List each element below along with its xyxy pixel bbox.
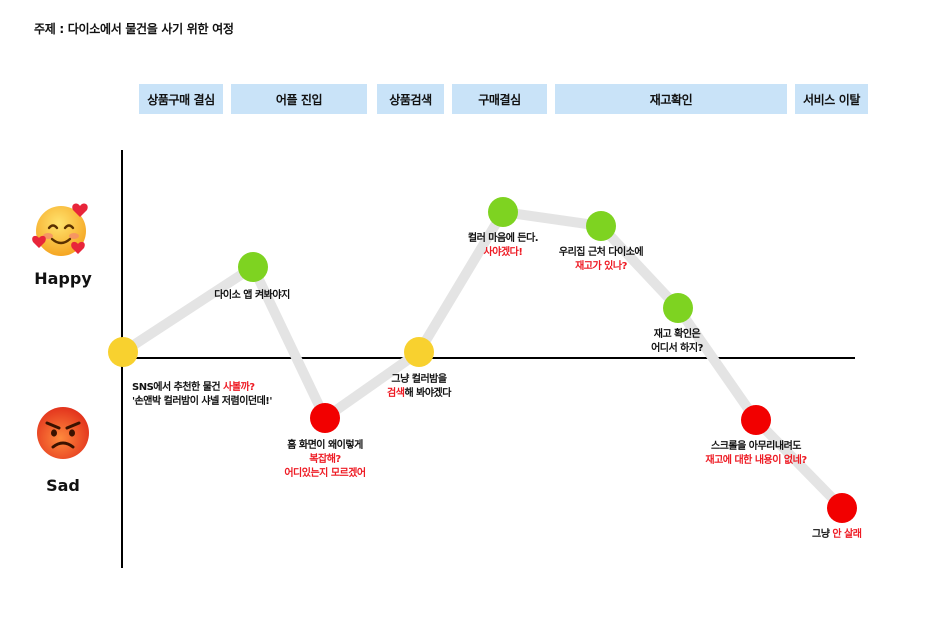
journey-segment bbox=[498, 207, 606, 231]
journey-segment bbox=[414, 207, 508, 357]
journey-point-happy bbox=[663, 293, 693, 323]
page-title: 주제 : 다이소에서 물건을 사기 위한 여정 bbox=[34, 22, 234, 36]
happy-label: Happy bbox=[34, 269, 92, 288]
stage-label: 재고확인 bbox=[649, 92, 693, 107]
journey-point-happy bbox=[488, 197, 518, 227]
point-note-8: 스크롤을 아무리내려도 재고에 대한 내용이 없네? bbox=[705, 441, 807, 466]
point-note-7: 재고 확인은 어디서 하지? bbox=[651, 329, 703, 354]
journey-segment bbox=[118, 262, 258, 357]
journey-point-neutral bbox=[108, 337, 138, 367]
journey-path bbox=[118, 207, 847, 513]
journey-point-happy bbox=[586, 211, 616, 241]
point-note-3: 홈 화면이 왜이렇게 복잡해? 어디있는지 모르겠어 bbox=[284, 440, 366, 479]
smiling-face-with-hearts-icon bbox=[32, 203, 88, 256]
point-note-5: 컬러 마음에 든다. 사야겠다! bbox=[467, 233, 539, 258]
stage-label: 어플 진입 bbox=[275, 92, 323, 107]
journey-segment bbox=[673, 303, 761, 425]
stage-product-search: 상품검색 bbox=[377, 84, 444, 114]
journey-segment bbox=[248, 262, 330, 423]
stage-purchase-decision: 상품구매 결심 bbox=[139, 84, 223, 114]
stage-stock-check: 재고확인 bbox=[555, 84, 787, 114]
journey-point-sad bbox=[310, 403, 340, 433]
point-note-6: 우리집 근처 다이소에 재고가 있나? bbox=[558, 247, 644, 272]
stage-buy-decision: 구매결심 bbox=[452, 84, 547, 114]
journey-point-sad bbox=[741, 405, 771, 435]
journey-segment bbox=[320, 347, 424, 423]
journey-point-happy bbox=[238, 252, 268, 282]
point-note-4: 그냥 컬러밤을 검색해 봐야겠다 bbox=[387, 374, 451, 399]
stage-label: 서비스 이탈 bbox=[803, 92, 860, 107]
journey-point-sad bbox=[827, 493, 857, 523]
stage-label: 상품구매 결심 bbox=[147, 92, 215, 107]
journey-point-neutral bbox=[404, 337, 434, 367]
point-note-1: SNS에서 추천한 물건 사볼까? '손앤박 컬러밤이 샤넬 저렴이던데!' bbox=[132, 382, 272, 407]
journey-segment bbox=[596, 221, 683, 313]
angry-face-icon bbox=[37, 407, 89, 459]
journey-segment bbox=[751, 415, 847, 513]
point-note-9: 그냥 안 살래 bbox=[812, 529, 862, 540]
stage-label: 구매결심 bbox=[478, 92, 521, 107]
point-note-2: 다이소 앱 켜봐야지 bbox=[214, 290, 290, 301]
stage-label: 상품검색 bbox=[389, 92, 432, 107]
stage-service-exit: 서비스 이탈 bbox=[795, 84, 868, 114]
journey-points bbox=[108, 197, 857, 523]
stage-app-entry: 어플 진입 bbox=[231, 84, 367, 114]
sad-label: Sad bbox=[46, 476, 80, 495]
